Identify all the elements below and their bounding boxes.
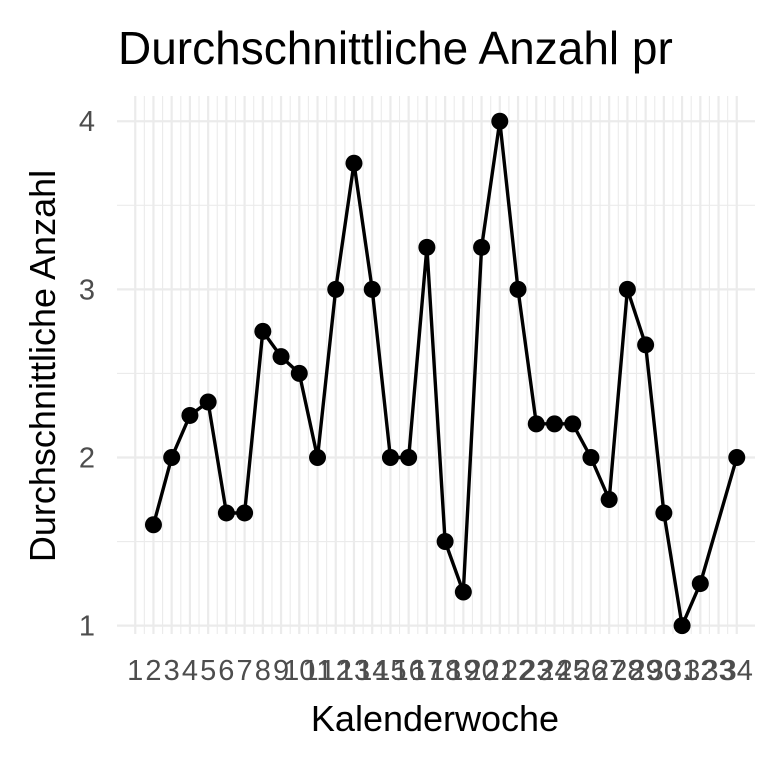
x-tick-label: 4 [182, 655, 198, 687]
data-points [144, 112, 746, 635]
x-tick-label: 17 [411, 655, 443, 687]
x-tick-label: 14 [356, 655, 388, 687]
data-point [637, 336, 655, 354]
data-point [509, 280, 527, 298]
data-point [217, 504, 235, 522]
x-tick-label: 1 [127, 655, 143, 687]
x-tick-label: 19 [447, 655, 479, 687]
series-line-layer [151, 119, 739, 628]
data-point [527, 415, 545, 433]
x-tick-label: 8 [255, 655, 271, 687]
data-point [418, 238, 436, 256]
data-point [618, 280, 636, 298]
x-tick-label: 29 [629, 655, 661, 687]
x-axis-title: Kalenderwoche [311, 698, 559, 739]
x-tick-label: 12 [320, 655, 352, 687]
grid [117, 96, 755, 634]
x-tick-label: 26 [575, 655, 607, 687]
y-tick-label: 2 [79, 442, 95, 474]
data-point [728, 448, 746, 466]
x-tick-label: 3 [164, 655, 180, 687]
x-tick-label: 18 [429, 655, 461, 687]
y-tick-label: 3 [79, 274, 95, 306]
x-tick-label: 30 [648, 655, 680, 687]
x-tick-label: 9 [273, 655, 289, 687]
data-point [345, 154, 363, 172]
data-point [272, 348, 290, 366]
x-tick-label: 28 [611, 655, 643, 687]
x-tick-label: 22 [502, 655, 534, 687]
data-point [199, 393, 217, 411]
chart-title: Durchschnittliche Anzahl pr [118, 22, 673, 74]
data-point [236, 504, 254, 522]
x-tick-label: 21 [484, 655, 516, 687]
y-axis-title: Durchschnittliche Anzahl [22, 170, 63, 562]
x-tick-label: 6 [218, 655, 234, 687]
x-tick-label: 15 [374, 655, 406, 687]
data-point [163, 448, 181, 466]
x-tick-label: 31 [666, 655, 698, 687]
data-point [144, 516, 162, 534]
data-point [381, 448, 399, 466]
x-tick-label: 11 [302, 655, 332, 687]
data-point [363, 280, 381, 298]
data-point [600, 491, 618, 508]
x-tick-label: 25 [557, 655, 589, 687]
x-tick-label: 24 [538, 655, 570, 687]
data-point [491, 112, 509, 130]
data-point [673, 617, 691, 635]
data-point [290, 364, 308, 382]
x-tick-label: 10 [283, 655, 315, 687]
data-point [327, 280, 345, 298]
x-tick-label: 7 [237, 655, 253, 687]
x-tick-label: 20 [465, 655, 497, 687]
x-tick-label: 33 [702, 655, 734, 687]
data-point [454, 583, 472, 601]
data-point [473, 238, 491, 256]
data-point [545, 415, 563, 433]
data-point [436, 533, 454, 551]
data-point [564, 415, 582, 433]
data-point [254, 322, 272, 340]
x-tick-label: 16 [393, 655, 425, 687]
y-tick-label: 4 [79, 106, 95, 138]
y-tick-label: 1 [79, 611, 95, 643]
data-point [691, 575, 709, 593]
series-line [151, 119, 739, 628]
x-tick-label: 23 [520, 655, 552, 687]
data-point [655, 504, 673, 522]
x-tick-label: 27 [593, 655, 625, 687]
x-tick-label: 32 [684, 655, 716, 687]
data-point [309, 448, 327, 466]
x-tick-label: 34 [721, 655, 753, 687]
x-tick-label: 13 [338, 655, 370, 687]
x-tick-label: 5 [200, 655, 216, 687]
y-axis-ticks: 1 2 3 4 [79, 106, 95, 642]
x-tick-label: 2 [145, 655, 161, 687]
data-point [582, 448, 600, 466]
data-point [400, 448, 418, 466]
data-point [181, 406, 199, 424]
